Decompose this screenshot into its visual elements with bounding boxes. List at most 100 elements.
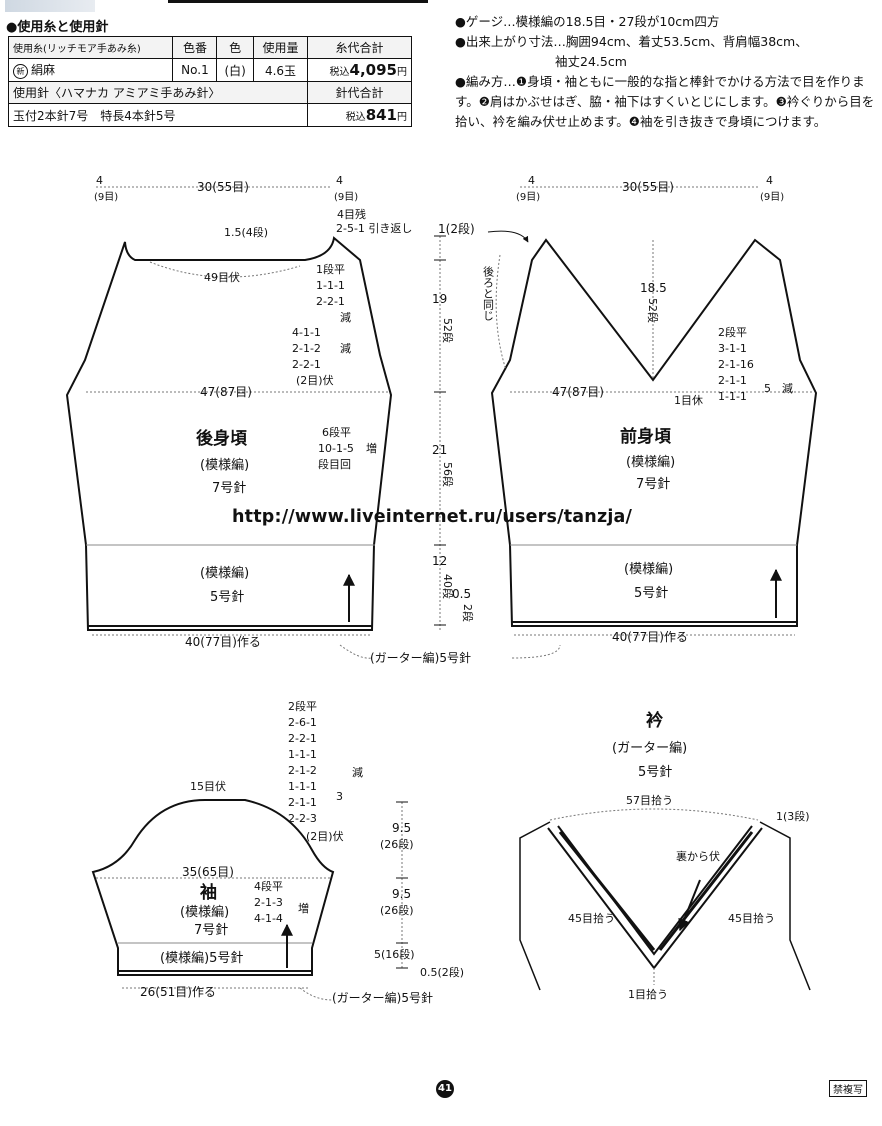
collar-pick-back: 57目拾う [626, 793, 673, 807]
front-cast-on: 40(77目)作る [612, 630, 688, 644]
materials-table: 使用糸(リッチモア手あみ糸) 色番 色 使用量 糸代合計 新絹麻 No.1 (白… [7, 36, 412, 127]
needles-price-cell: 税込841円 [307, 103, 412, 127]
sleeve-top-bind: 15目伏 [190, 779, 226, 793]
collar-bind-reverse: 裏から伏 [676, 849, 720, 863]
sleeve-pattern: (模様編) [180, 904, 229, 920]
back-pattern: (模様編) [200, 457, 249, 473]
size-text: ●出来上がり寸法…胸囲94cm、着丈53.5cm、背肩幅38cm、 [455, 34, 808, 49]
vert-2: 2段 [461, 604, 475, 622]
no-copy-mark: 禁複写 [829, 1080, 867, 1097]
gauge-text: ●ゲージ…模様編の18.5目・27段が10cm四方 [455, 14, 720, 29]
back-arm-dec-word: 減 [340, 341, 351, 355]
back-inc2: 10-1-5 [318, 442, 354, 455]
sleeve-inc1: 4段平 [254, 879, 283, 893]
back-arm-dec1: 4-1-1 [292, 326, 321, 339]
collar-right-pick: 45目拾う [728, 911, 775, 925]
col-amount: 使用量 [252, 36, 309, 59]
watermark-url[interactable]: http://www.liveinternet.ru/users/tanzja/ [232, 507, 633, 527]
back-arm-bind: (2目)伏 [296, 373, 334, 387]
sleeve-h2: 9.5 [392, 887, 411, 901]
sleeve-cap4: 1-1-1 [288, 748, 317, 761]
sleeve-title: 袖 [200, 882, 217, 903]
collar-left-pick: 45目拾う [568, 911, 615, 925]
sleeve-h1: 9.5 [392, 821, 411, 835]
sleeve-cap-word: 減 [352, 765, 363, 779]
collar-needle: 5号針 [638, 765, 672, 780]
specs-block: ●ゲージ…模様編の18.5目・27段が10cm四方 ●出来上がり寸法…胸囲94c… [455, 12, 875, 132]
sleeve-cap2: 2-6-1 [288, 716, 317, 729]
sleeve-cap-bind: (2目)伏 [306, 829, 344, 843]
back-cast-on: 40(77目)作る [185, 635, 261, 649]
back-inc3: 段目回 [318, 457, 351, 471]
collar-band-inner [557, 825, 753, 956]
collar-pattern: (ガーター編) [612, 740, 687, 756]
sleeve-cap6: 1-1-1 [288, 780, 317, 793]
back-needle5: 5号針 [210, 590, 244, 605]
vert-52: 52段 [441, 318, 455, 343]
sleeve-h4: 0.5(2段) [420, 965, 464, 979]
new-badge: 新 [13, 64, 28, 79]
vert-56: 56段 [441, 462, 455, 487]
front-v-depth: 18.5 [640, 281, 667, 295]
needles-row: 玉付2本針7号 特長4本針5号 税込841円 [7, 103, 412, 127]
sleeve-cap1: 2段平 [288, 699, 317, 713]
sleeve-cap7: 2-1-1 [288, 796, 317, 809]
back-arm-dec2: 2-1-2 [292, 342, 321, 355]
color-cell: (白) [216, 58, 254, 82]
vert-19: 19 [432, 292, 447, 306]
back-shoulder-rest: 4目残 [337, 207, 366, 221]
vert-1: 1(2段) [438, 221, 475, 236]
front-outline [490, 238, 818, 627]
vert-21: 21 [432, 443, 447, 457]
sleeve-outline [91, 799, 335, 976]
front-same-as-back: 後ろと同じ [482, 265, 495, 321]
front-dim-right: 4 [766, 174, 773, 187]
front-rib-pattern: (模様編) [624, 561, 673, 577]
back-width: 47(87目) [200, 385, 252, 399]
back-dim-right: 4 [336, 174, 343, 187]
method-text: ●編み方…❶身頃・袖ともに一般的な指と棒針でかける方法で目を作ります。❷肩はかぶ… [455, 74, 875, 129]
sleeve-cap8: 2-2-3 [288, 812, 317, 825]
vert-12: 12 [432, 554, 447, 568]
needles-header-row: 使用針〈ハマナカ アミアミ手あみ針〉 針代合計 [7, 81, 412, 104]
front-v-dec-word: 減 [782, 381, 793, 395]
back-dim-left-sts: (9目) [94, 192, 118, 203]
front-dim-right-sts: (9目) [760, 192, 784, 203]
collar-title: 衿 [646, 710, 663, 731]
sleeve-cap3: 2-2-1 [288, 732, 317, 745]
front-dim-left: 4 [528, 174, 535, 187]
collar-diagram: 衿 (ガーター編) 5号針 57目拾う 1(3段) 裏から伏 45目拾う 45目… [519, 710, 811, 1001]
sleeve-inc2: 2-1-3 [254, 896, 283, 909]
front-v-dec5: 1-1-1 [718, 390, 747, 403]
collar-band-outer [547, 827, 763, 970]
yarn-name: 絹麻 [31, 63, 56, 77]
sleeve-cap-count: 3 [336, 790, 343, 803]
garter-label: (ガーター編)5号針 [370, 650, 471, 665]
front-center: 1目休 [674, 394, 703, 407]
back-neck-dec1: 1段平 [316, 262, 345, 276]
back-needle7: 7号針 [212, 481, 246, 496]
front-needle7: 7号針 [636, 477, 670, 492]
sleeve-garter: (ガーター編)5号針 [332, 990, 433, 1005]
sleeve-cast-on: 26(51目)作る [140, 985, 216, 999]
yarn-cell: 新絹麻 [7, 58, 174, 82]
sleeve-h1b: (26段) [380, 837, 414, 851]
back-rib-pattern: (模様編) [200, 565, 249, 581]
vert-40: 40段 [441, 574, 455, 599]
front-dim-left-sts: (9目) [516, 192, 540, 203]
back-neck-dec3: 2-2-1 [316, 295, 345, 308]
sleeve-rib: (模様編)5号針 [160, 950, 243, 966]
front-v-dec-count: 5 [764, 382, 771, 395]
sleeve-diagram: 15目伏 2段平 2-6-1 2-2-1 1-1-1 2-1-2 1-1-1 2… [91, 699, 464, 1005]
front-dim-mid: 30(55目) [622, 180, 674, 194]
materials-yarn-row: 新絹麻 No.1 (白) 4.6玉 税込4,095円 [7, 58, 412, 82]
back-dim-right-sts: (9目) [334, 192, 358, 203]
sleeve-needle7: 7号針 [194, 923, 228, 938]
front-v-dec2: 3-1-1 [718, 342, 747, 355]
collar-depth: 1(3段) [776, 809, 810, 823]
front-v-dec4: 2-1-1 [718, 374, 747, 387]
collar-outer [519, 821, 551, 991]
yarn-price: 4,095 [349, 61, 397, 79]
back-dim-mid: 30(55目) [197, 180, 249, 194]
back-body-diagram: 4 (9目) 30(55目) 4 (9目) 4目残 2-5-1 引き返し 1.5… [65, 174, 412, 649]
